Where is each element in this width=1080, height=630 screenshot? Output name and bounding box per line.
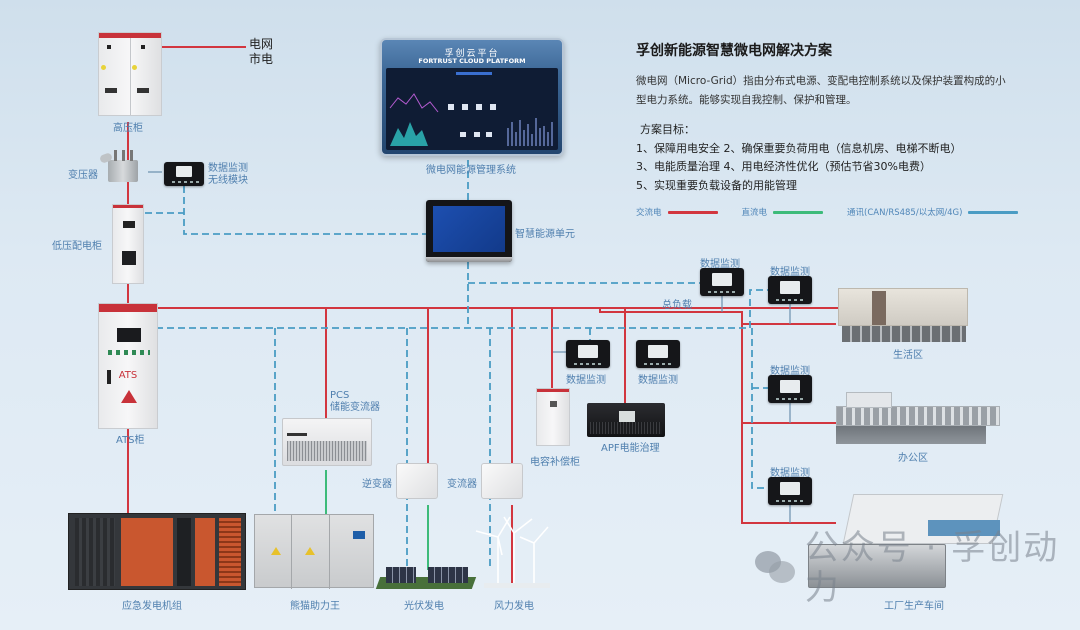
data-monitor-total-load-label: 数据监测	[700, 259, 740, 270]
pcs-label-2: 储能变流器	[330, 402, 380, 413]
ac-line-total-load	[599, 308, 836, 524]
pcs-label: PCS 储能变流器	[330, 390, 380, 414]
wireless-module-label-2: 无线模块	[208, 175, 248, 186]
living-area-label: 生活区	[893, 350, 923, 361]
smart-energy-unit-label: 智慧能源单元	[515, 229, 575, 240]
legend-comm-swatch	[968, 210, 1019, 214]
data-monitor-apf-label: 数据监测	[638, 375, 678, 386]
capacitor-cabinet-label: 电容补偿柜	[530, 457, 580, 468]
transformer	[98, 148, 144, 184]
data-monitor-office	[768, 375, 812, 403]
total-load-label: 总负载	[662, 300, 692, 311]
legend-ac-label: 交流电	[636, 208, 662, 218]
converter	[481, 463, 523, 499]
watermark-text: 公众号 · 孚创动力	[804, 528, 1060, 608]
panda-power-unit	[254, 514, 374, 589]
wireless-module-label-1: 数据监测	[208, 163, 248, 174]
inverter	[396, 463, 438, 499]
cloud-title-cn: 孚创云平台	[444, 49, 500, 59]
legend: 交流电 直流电 通讯(CAN/RS485/以太网/4G)	[636, 206, 1019, 218]
hv-cabinet-label: 高压柜	[113, 123, 143, 134]
comm-right-trunk-down	[751, 328, 768, 489]
goals-block: 方案目标： 1、保障用电安全 2、确保重要负荷用电（信息机房、电梯不断电） 3、…	[636, 121, 962, 195]
legend-dc-label: 直流电	[741, 208, 768, 218]
lv-cabinet	[112, 204, 144, 284]
generator-label: 应急发电机组	[122, 601, 182, 612]
data-monitor-office-label: 数据监测	[770, 366, 810, 377]
watermark: 公众号 · 孚创动力	[755, 528, 1080, 608]
apf-label: APF电能治理	[601, 443, 660, 454]
data-monitor-living-label: 数据监测	[770, 267, 810, 278]
pv-label: 光伏发电	[404, 601, 444, 612]
pcs-converter	[282, 418, 372, 466]
wireless-module-label: 数据监测 无线模块	[208, 163, 248, 187]
office-area-label: 办公区	[898, 453, 928, 464]
wind-label: 风力发电	[494, 601, 534, 612]
goal-line-2: 3、电能质量治理 4、用电经济性优化（预估节省30%电费）	[636, 160, 931, 173]
dc-power-lines	[325, 470, 429, 570]
office-area-building	[836, 392, 1000, 446]
factory-building	[808, 492, 1018, 592]
solution-description: 微电网（Micro-Grid）指由分布式电源、变配电控制系统以及保护装置构成的小…	[636, 75, 1006, 106]
transformer-label: 变压器	[68, 170, 98, 181]
legend-comm-label: 通讯(CAN/RS485/以太网/4G)	[847, 208, 963, 218]
communication-lines	[145, 160, 768, 570]
apf-device	[587, 403, 665, 437]
wind-turbines	[475, 516, 550, 588]
solution-title: 孚创新能源智慧微电网解决方案	[636, 43, 832, 59]
emergency-generator	[68, 513, 246, 590]
data-monitor-capacitor	[566, 340, 610, 368]
lv-cabinet-label: 低压配电柜	[52, 241, 102, 252]
ats-cabinet: ATS	[98, 303, 158, 429]
comm-wireless-unit	[183, 186, 426, 235]
cloud-platform-display: 孚创云平台 FORTRUST CLOUD PLATFORM	[380, 38, 564, 156]
goal-line-3: 5、实现重要负载设备的用能管理	[636, 178, 797, 192]
smart-energy-unit	[426, 200, 512, 262]
panda-label: 熊猫助力王	[290, 601, 340, 612]
converter-label: 变流器	[447, 479, 477, 490]
pcs-label-1: PCS	[330, 390, 350, 401]
grid-label: 电网 市电	[249, 37, 273, 67]
data-monitor-total-load	[700, 268, 744, 296]
goal-line-1: 1、保障用电安全 2、确保重要负荷用电（信息机房、电梯不断电）	[636, 141, 962, 155]
data-monitor-apf	[636, 340, 680, 368]
goals-heading: 方案目标：	[640, 123, 695, 136]
ats-text: ATS	[118, 370, 138, 381]
data-monitor-factory	[768, 477, 812, 505]
wireless-monitor-module	[164, 162, 204, 186]
factory-label: 工厂生产车间	[884, 601, 944, 612]
dashboard-preview	[386, 68, 558, 150]
warning-icon	[121, 390, 137, 403]
pv-array	[375, 563, 477, 589]
ems-label: 微电网能源管理系统	[426, 165, 516, 176]
wechat-icon	[755, 551, 795, 585]
cloud-title-en: FORTRUST CLOUD PLATFORM	[418, 57, 526, 65]
inverter-label: 逆变器	[362, 479, 392, 490]
grid-label-line1: 电网	[249, 37, 274, 51]
living-area-building	[838, 288, 974, 342]
capacitor-cabinet	[536, 388, 570, 446]
ats-cabinet-label: ATS柜	[116, 435, 145, 446]
comm-right-trunk	[749, 289, 768, 328]
grid-label-line2: 市电	[249, 52, 274, 66]
data-monitor-factory-label: 数据监测	[770, 468, 810, 479]
legend-dc-swatch	[773, 210, 824, 214]
data-monitor-living	[768, 276, 812, 304]
hv-cabinet	[98, 32, 162, 116]
legend-ac-swatch	[667, 210, 718, 214]
data-monitor-capacitor-label: 数据监测	[566, 375, 606, 386]
ac-power-lines	[127, 46, 838, 583]
